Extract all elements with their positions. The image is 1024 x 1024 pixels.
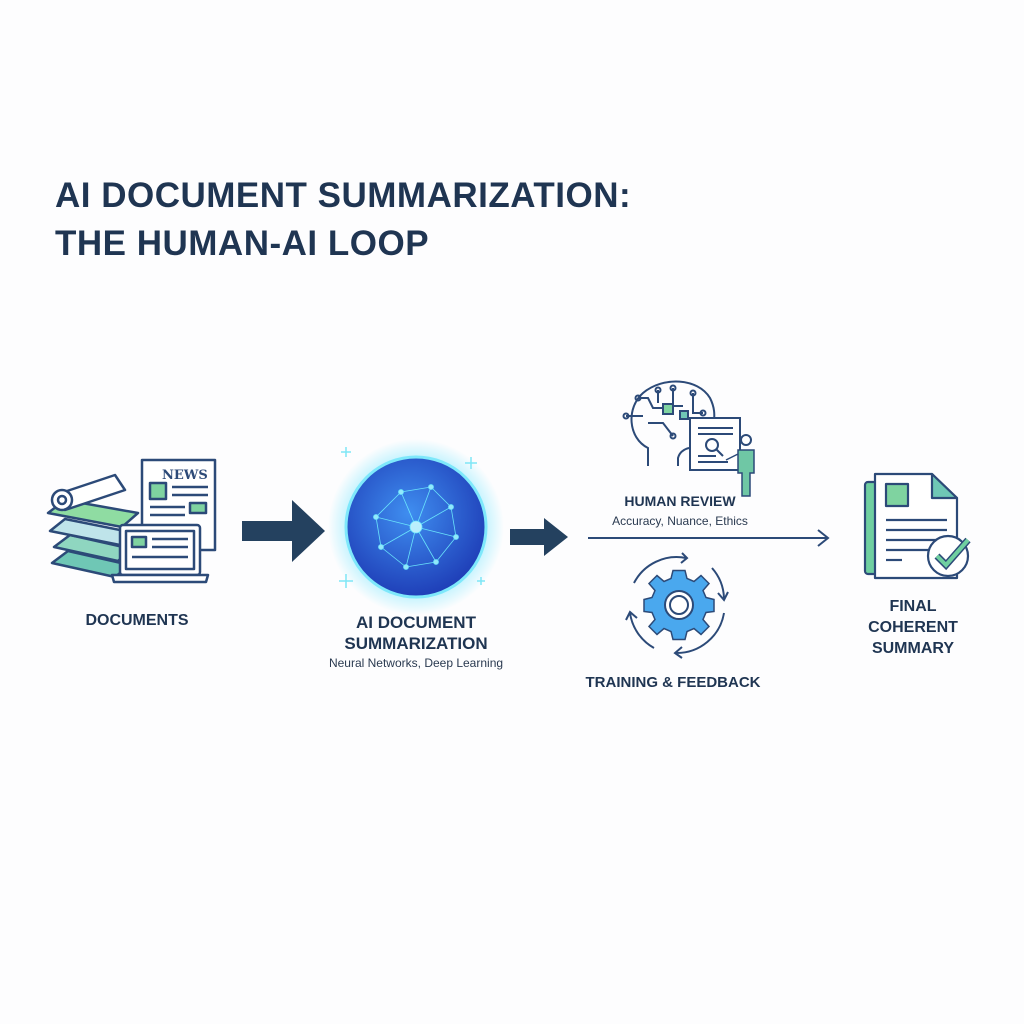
- final-label: FINAL COHERENT SUMMARY: [833, 596, 993, 659]
- human-review-subtitle: Accuracy, Nuance, Ethics: [612, 514, 748, 528]
- document-check-icon: [863, 472, 971, 580]
- brain-person-review-icon: [622, 380, 755, 497]
- page-title: AI DOCUMENT SUMMARIZATION: THE HUMAN-AI …: [55, 172, 631, 268]
- books-newspaper-laptop-icon: NEWS: [46, 458, 217, 584]
- news-text: NEWS: [162, 468, 208, 483]
- ai-label-line-1: AI DOCUMENT: [356, 613, 476, 632]
- final-label-line-1: FINAL: [889, 598, 937, 615]
- final-label-line-3: SUMMARY: [871, 640, 955, 657]
- human-review-label: HUMAN REVIEW: [624, 493, 736, 509]
- final-label-line-2: COHERENT: [868, 619, 958, 636]
- training-label: TRAINING & FEEDBACK: [585, 674, 761, 691]
- ai-subtitle: Neural Networks, Deep Learning: [328, 656, 504, 670]
- long-arrow-right-icon: [588, 529, 830, 547]
- ai-label: AI DOCUMENT SUMMARIZATION: [306, 612, 526, 654]
- ai-label-line-2: SUMMARIZATION: [344, 634, 488, 653]
- title-line-1: AI DOCUMENT SUMMARIZATION:: [55, 176, 632, 215]
- title-line-2: THE HUMAN-AI LOOP: [55, 224, 430, 263]
- documents-label: DOCUMENTS: [85, 612, 189, 629]
- arrow-right-icon: [242, 500, 325, 562]
- neural-network-sphere-icon: [328, 439, 504, 615]
- arrow-right-icon: [510, 518, 568, 556]
- gear-cycle-icon: [625, 552, 729, 659]
